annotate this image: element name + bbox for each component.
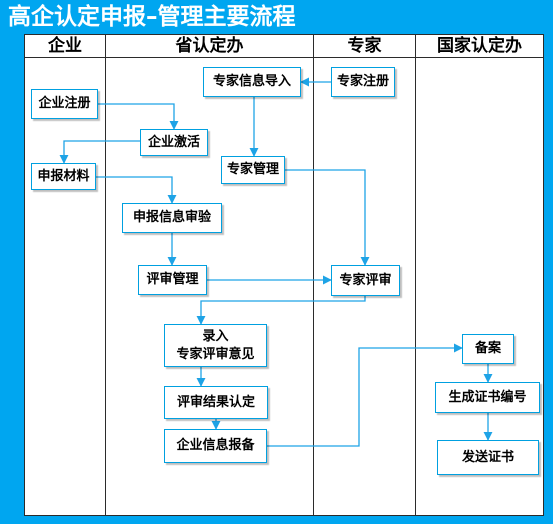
node-apply-materials: 申报材料 xyxy=(31,163,96,190)
arrow-company-register-to-activate xyxy=(98,103,179,130)
node-result-confirm: 评审结果认定 xyxy=(164,386,268,419)
arrow-report-to-filing xyxy=(267,343,463,447)
lane-divider xyxy=(105,35,106,515)
node-generate-cert-number: 生成证书编号 xyxy=(435,382,540,413)
node-filing: 备案 xyxy=(462,334,514,364)
node-apply-review: 申报信息审验 xyxy=(122,203,222,233)
node-enter-expert-opinion: 录入 专家评审意见 xyxy=(164,324,267,367)
arrow-activate-to-materials xyxy=(59,140,140,164)
arrow-materials-to-review xyxy=(96,176,177,204)
node-enter-line1: 录入 xyxy=(202,328,229,344)
lane-header-company: 企业 xyxy=(25,35,105,58)
node-expert-register: 专家注册 xyxy=(331,67,395,97)
node-review-manage: 评审管理 xyxy=(138,265,207,295)
node-company-register: 企业注册 xyxy=(31,89,98,119)
node-send-cert: 发送证书 xyxy=(437,440,539,475)
lane-header-expert: 专家 xyxy=(314,35,415,58)
arrow-expert-manage-to-expert-review xyxy=(285,169,370,266)
lane-divider xyxy=(415,35,416,515)
node-enter-line2: 专家评审意见 xyxy=(176,346,255,362)
swimlane-area: 企业 省认定办 专家 国家认定办 xyxy=(24,34,544,516)
lane-divider xyxy=(313,35,314,515)
node-expert-manage: 专家管理 xyxy=(221,156,285,184)
lane-header-national-office: 国家认定办 xyxy=(416,35,543,58)
node-expert-review: 专家评审 xyxy=(331,265,400,296)
arrow-expert-review-to-enter xyxy=(196,296,366,325)
node-company-activate: 企业激活 xyxy=(140,129,208,156)
node-company-report: 企业信息报备 xyxy=(164,429,267,463)
diagram-title: 高企认定申报–管理主要流程 xyxy=(8,4,296,30)
lane-header-provincial-office: 省认定办 xyxy=(106,35,313,58)
node-expert-info-import: 专家信息导入 xyxy=(203,67,301,97)
